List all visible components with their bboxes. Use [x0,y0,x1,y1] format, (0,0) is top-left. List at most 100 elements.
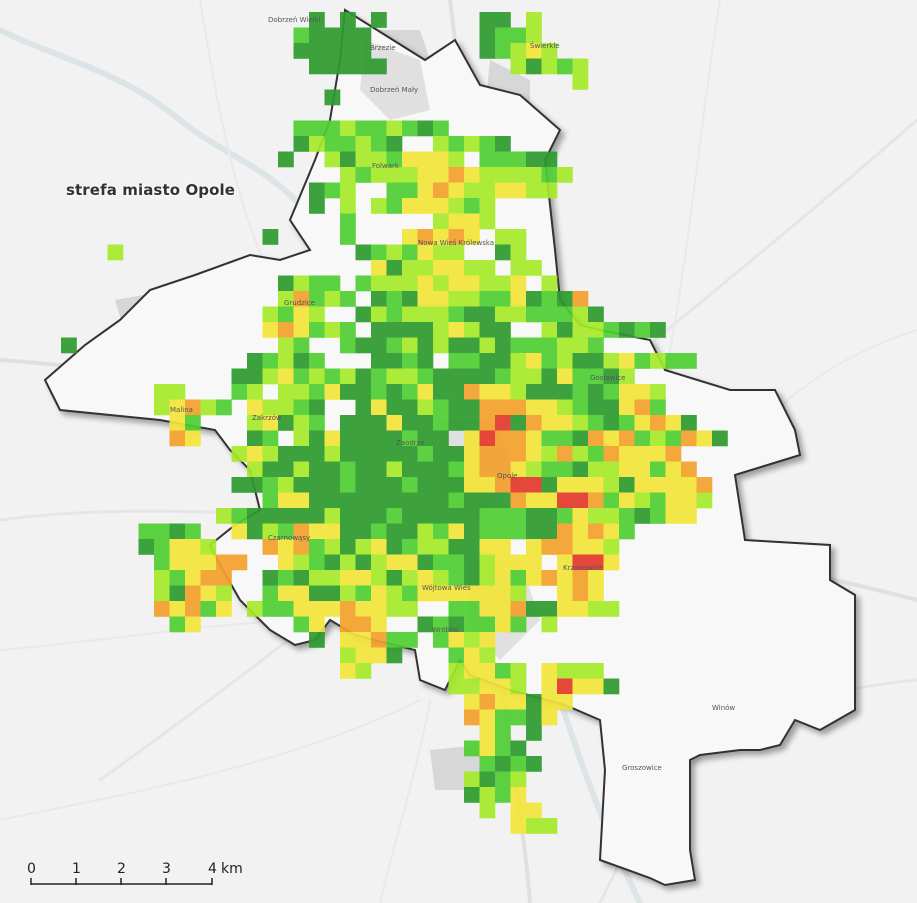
heatmap-cell [572,523,589,540]
heatmap-cell [572,678,589,695]
heatmap-cell [433,585,449,602]
heatmap-cell [402,337,418,354]
heatmap-cell [526,756,542,772]
heatmap-cell [262,322,279,338]
heatmap-cell [510,306,527,323]
heatmap-cell [371,508,387,524]
heatmap-cell [479,306,496,323]
heatmap-cell [371,368,387,385]
heatmap-cell [433,306,449,323]
heatmap-cell [340,384,356,400]
heatmap-cell [371,415,387,431]
heatmap-cell [495,492,511,509]
heatmap-cell [526,570,542,586]
heatmap-cell [464,430,480,447]
heatmap-cell [603,399,620,416]
heatmap-cell [386,570,403,586]
heatmap-cell [293,415,310,431]
heatmap-cell [324,275,341,292]
heatmap-cell [588,415,604,431]
heatmap-cell [340,322,356,338]
heatmap-cell [371,260,387,276]
heatmap-cell [200,554,217,571]
heatmap-cell [588,430,604,447]
heatmap-cell [526,291,542,307]
heatmap-cell [541,678,558,695]
heatmap-cell [154,554,170,571]
heatmap-cell [278,384,294,400]
heatmap-cell [293,120,310,137]
heatmap-cell [526,260,542,276]
heatmap-cell [464,337,480,354]
heatmap-cell [510,167,527,183]
heatmap-cell [371,384,387,400]
heatmap-cell [557,167,573,183]
heatmap-cell [495,353,511,369]
heatmap-cell [293,275,310,292]
heatmap-cell [371,353,387,369]
heatmap-cell [386,647,403,664]
heatmap-cell [619,399,635,416]
heatmap-cell [402,291,418,307]
heatmap-cell [402,182,418,199]
heatmap-cell [634,477,651,493]
heatmap-cell [386,322,403,338]
heatmap-cell [309,384,325,400]
heatmap-cell [479,585,496,602]
heatmap-cell [650,446,666,462]
heatmap-cell [293,430,310,447]
heatmap-cell [572,415,589,431]
heatmap-cell [433,415,449,431]
heatmap-cell [495,430,511,447]
heatmap-cell [340,167,356,183]
heatmap-cell [340,368,356,385]
heatmap-cell [278,353,294,369]
heatmap-cell [169,399,186,416]
heatmap-cell [510,291,527,307]
heatmap-cell [495,136,511,152]
heatmap-cell [464,585,480,602]
heatmap-cell [479,353,496,369]
heatmap-cell [324,554,341,571]
heatmap-cell [464,353,480,369]
heatmap-cell [619,523,635,540]
heatmap-cell [464,632,480,648]
heatmap-cell [324,384,341,400]
heatmap-cell [572,663,589,679]
heatmap-cell [309,477,325,493]
heatmap-cell [495,554,511,571]
heatmap-cell [464,275,480,292]
place-label: Gosławice [590,374,625,382]
heatmap-cell [309,632,325,648]
heatmap-cell [448,601,465,617]
heatmap-cell [371,275,387,292]
heatmap-cell [495,322,511,338]
heatmap-cell [262,415,279,431]
heatmap-cell [309,182,325,199]
heatmap-cell [340,446,356,462]
heatmap-cell [309,430,325,447]
heatmap-cell [293,477,310,493]
heatmap-cell [200,539,217,555]
heatmap-cell [557,415,573,431]
road-minor-2 [659,0,721,401]
heatmap-cell [371,446,387,462]
heatmap-cell [61,337,77,354]
heatmap-cell [417,585,434,602]
heatmap-cell [479,647,496,664]
heatmap-cell [278,570,294,586]
heatmap-cell [340,337,356,354]
heatmap-cell [526,523,542,540]
heatmap-cell [588,322,604,338]
heatmap-cell [262,601,279,617]
heatmap-cell [572,353,589,369]
heatmap-cell [278,322,294,338]
heatmap-cell [681,461,697,478]
heatmap-cell [417,151,434,168]
heatmap-cell [433,260,449,276]
heatmap-cell [309,291,325,307]
heatmap-cell [278,508,294,524]
heatmap-cell [309,492,325,509]
